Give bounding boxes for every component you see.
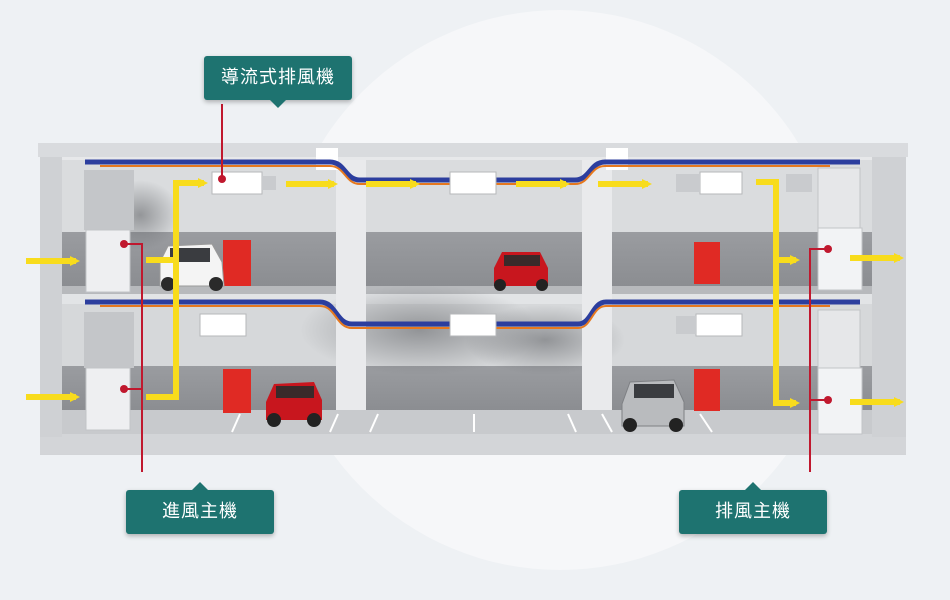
fan-unit [699, 171, 743, 195]
parking-lines [231, 413, 713, 433]
duct-fan-label: 導流式排風機 [221, 67, 335, 88]
airflow-arrow [756, 179, 800, 265]
foundation-slab [40, 434, 906, 454]
intake-unit-upper [85, 229, 131, 293]
fan-unit [449, 171, 497, 195]
leader-line-intake [124, 243, 143, 472]
car-silver-suv [621, 379, 685, 432]
exhaust-unit-callout: 排風主機 [679, 482, 827, 534]
fire-cabinets [223, 240, 720, 413]
left-wall [40, 157, 62, 437]
airflow-arrows [26, 178, 904, 408]
building [38, 143, 908, 455]
airflow-arrow [773, 260, 800, 408]
fire-cabinet [694, 369, 720, 411]
intake-unit-label: 進風主機 [162, 501, 238, 522]
intake-unit-callout: 進風主機 [126, 482, 274, 534]
fire-cabinet [694, 242, 720, 284]
duct-fans [199, 171, 812, 337]
car-white-suv [159, 243, 225, 291]
fan-unit [199, 313, 247, 337]
leader-dots [120, 175, 832, 404]
leader-lines [124, 104, 828, 472]
car-red-sedan [266, 382, 322, 427]
fan-unit [211, 171, 263, 195]
exhaust-unit-upper [817, 227, 863, 291]
fire-cabinet [223, 240, 251, 286]
columns [336, 160, 612, 410]
fire-cabinet [223, 369, 251, 413]
fan-unit [695, 313, 743, 337]
right-wall [872, 157, 906, 437]
fan-unit [449, 313, 497, 337]
roof-slab [38, 143, 908, 157]
lower-floor-dark-band [60, 366, 882, 414]
lower-floor-ground [60, 410, 882, 434]
leader-line-exhaust [809, 248, 828, 472]
duct-fan-callout: 導流式排風機 [204, 56, 352, 108]
exhaust-unit-label: 排風主機 [715, 501, 791, 522]
airflow-arrow [146, 178, 208, 400]
car-red-sedan [494, 252, 548, 291]
intake-unit-lower [85, 367, 131, 431]
